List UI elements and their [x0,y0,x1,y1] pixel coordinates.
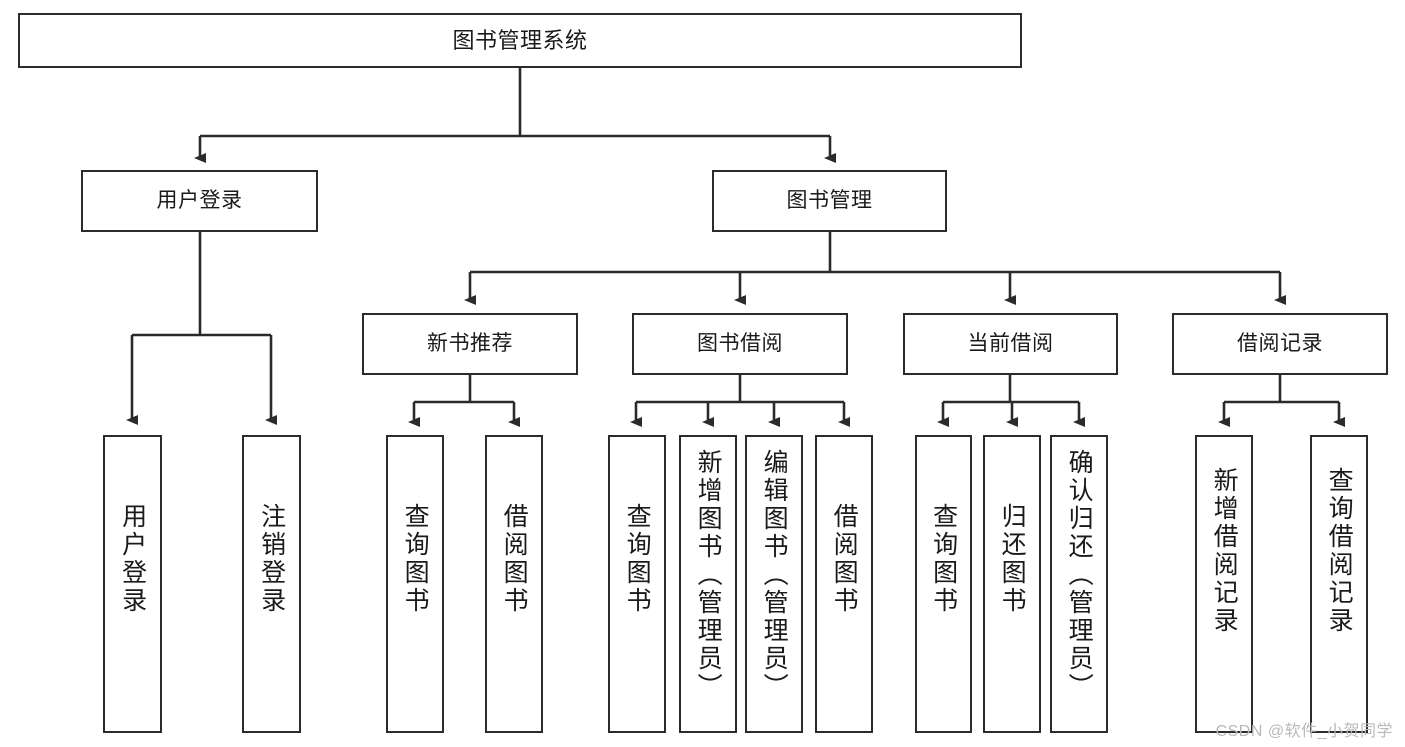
node-label: 注销登录 [257,503,286,615]
leaf-add-book-admin[interactable]: 新增图书（管理员） [679,435,737,733]
node-book-management[interactable]: 图书管理 [712,170,947,232]
node-label: 新增借阅记录 [1210,467,1239,635]
node-book-borrowing[interactable]: 图书借阅 [632,313,848,375]
node-label: 图书借阅 [697,331,783,355]
node-current-borrowing[interactable]: 当前借阅 [903,313,1118,375]
node-label: 图书管理系统 [452,27,588,53]
node-label: 用户登录 [118,503,147,615]
node-label: 当前借阅 [967,331,1054,355]
node-new-book-recommendation[interactable]: 新书推荐 [362,313,578,375]
node-label: 新书推荐 [427,331,513,355]
node-label: 编辑图书（管理员） [760,449,789,701]
leaf-query-books-current[interactable]: 查询图书 [915,435,972,733]
node-label: 新增图书（管理员） [694,449,723,701]
leaf-confirm-return-admin[interactable]: 确认归还（管理员） [1050,435,1108,733]
node-label: 查询图书 [401,503,430,615]
leaf-return-books[interactable]: 归还图书 [983,435,1041,733]
node-root-book-management-system[interactable]: 图书管理系统 [18,13,1022,68]
leaf-query-books-borrowing[interactable]: 查询图书 [608,435,666,733]
node-label: 借阅图书 [500,503,529,615]
node-label: 借阅记录 [1237,331,1323,355]
leaf-query-borrow-record[interactable]: 查询借阅记录 [1310,435,1368,733]
node-label: 借阅图书 [830,503,859,615]
node-borrowing-records[interactable]: 借阅记录 [1172,313,1388,375]
leaf-edit-book-admin[interactable]: 编辑图书（管理员） [745,435,803,733]
leaf-user-login[interactable]: 用户登录 [103,435,162,733]
leaf-query-books-recommendation[interactable]: 查询图书 [386,435,444,733]
leaf-borrow-books-recommendation[interactable]: 借阅图书 [485,435,543,733]
leaf-add-borrow-record[interactable]: 新增借阅记录 [1195,435,1253,733]
node-user-login[interactable]: 用户登录 [81,170,318,232]
leaf-logout[interactable]: 注销登录 [242,435,301,733]
node-label: 用户登录 [156,188,243,212]
node-label: 查询借阅记录 [1325,467,1354,635]
node-label: 确认归还（管理员） [1065,449,1094,701]
leaf-borrow-books[interactable]: 借阅图书 [815,435,873,733]
node-label: 归还图书 [998,503,1027,615]
node-label: 图书管理 [786,188,873,212]
node-label: 查询图书 [623,503,652,615]
node-label: 查询图书 [929,503,958,615]
